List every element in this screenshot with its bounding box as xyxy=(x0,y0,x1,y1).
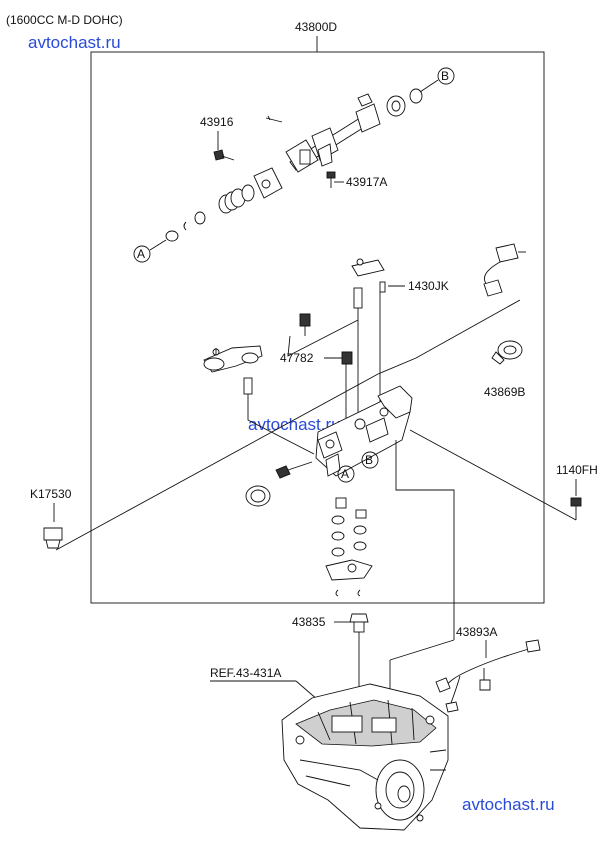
watermark-center: avtochast.ru xyxy=(248,415,341,434)
transmission-case xyxy=(281,683,449,831)
leader-ref-2 xyxy=(295,680,319,701)
callout-K17530[interactable]: K17530 xyxy=(30,487,72,501)
guide-line-c xyxy=(247,404,315,455)
guide-line-a xyxy=(55,299,521,551)
guide-line-d xyxy=(395,440,455,640)
valve-body: A B xyxy=(245,287,413,507)
marker-b-top: B xyxy=(441,69,449,83)
callout-47782[interactable]: 47782 xyxy=(280,351,314,365)
callout-43893A[interactable]: 43893A xyxy=(456,625,497,639)
shift-lever xyxy=(203,345,263,404)
callout-43800D[interactable]: 43800D xyxy=(295,20,337,34)
seal-stack xyxy=(325,497,373,597)
guide-line-e xyxy=(409,429,577,521)
callout-1430JK[interactable]: 1430JK xyxy=(408,279,449,293)
marker-b-body: B xyxy=(365,453,373,467)
callout-43869B[interactable]: 43869B xyxy=(484,385,525,399)
watermark-bottom: avtochast.ru xyxy=(462,795,555,814)
marker-a-left: A xyxy=(137,247,145,261)
guide-line-b xyxy=(287,319,359,357)
assembly-frame xyxy=(90,51,545,604)
callout-ref[interactable]: REF.43-431A xyxy=(210,666,281,680)
callout-43917A[interactable]: 43917A xyxy=(346,175,387,189)
bracket-plate xyxy=(351,259,385,277)
sensor-43869B xyxy=(491,340,523,365)
marker-a-body: A xyxy=(341,467,349,481)
shift-shaft-assembly: B A xyxy=(133,67,455,263)
callout-1140FH[interactable]: 1140FH xyxy=(556,463,598,477)
wiring-harness xyxy=(435,639,541,713)
bolt-K17530 xyxy=(43,527,63,549)
wiring-sensor-upper xyxy=(483,243,526,297)
switch-43835 xyxy=(349,613,369,633)
bolt-1140FH xyxy=(570,497,582,520)
callout-43835[interactable]: 43835 xyxy=(292,615,326,629)
callout-43916[interactable]: 43916 xyxy=(200,115,234,129)
engine-note: (1600CC M-D DOHC) xyxy=(6,13,123,27)
watermark-top: avtochast.ru xyxy=(28,33,121,52)
leader-harness-2 xyxy=(389,639,455,661)
